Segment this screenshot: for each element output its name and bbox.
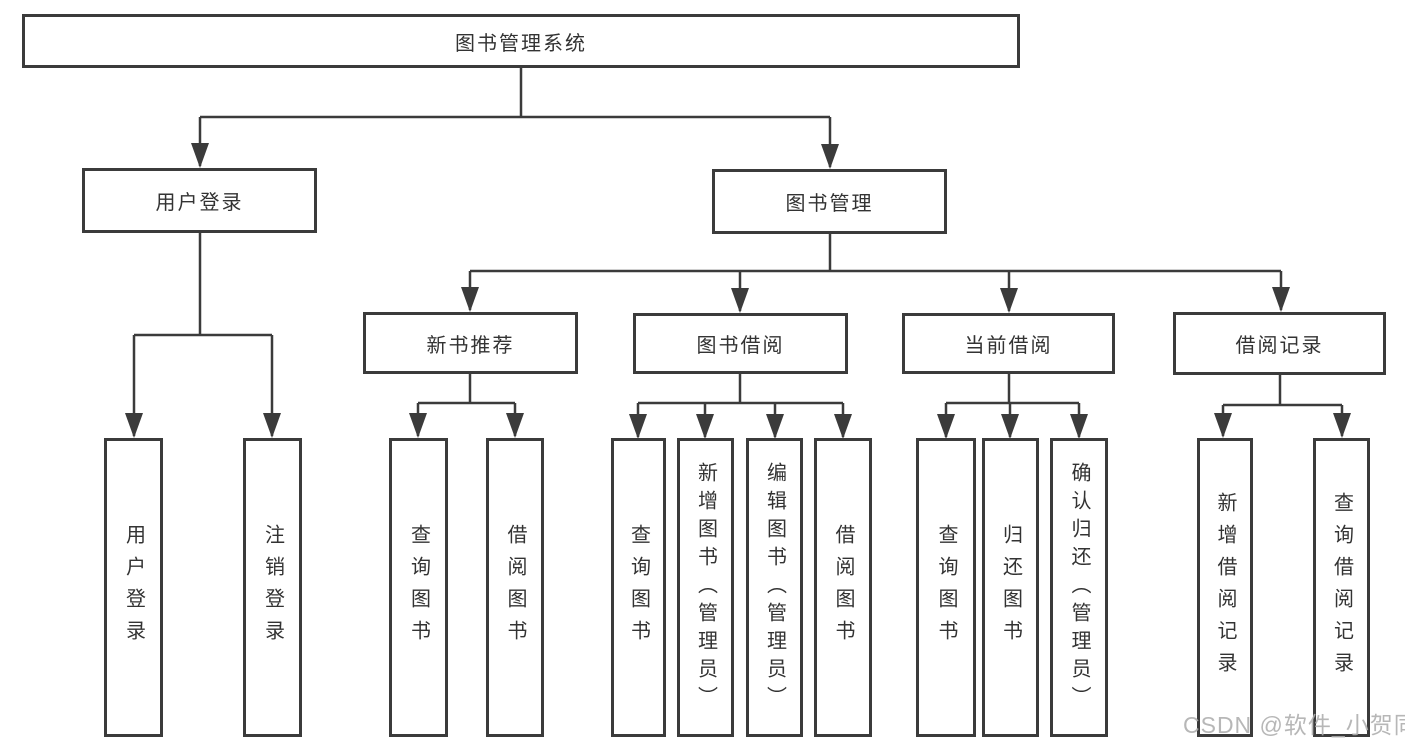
node-current-borrowing-label: 当前借阅	[964, 335, 1053, 357]
leaf-logout-label: 注销登录	[261, 523, 284, 652]
leaf-query-books-2: 查询图书	[611, 438, 666, 737]
node-borrowing-records-label: 借阅记录	[1235, 335, 1324, 357]
node-current-borrowing: 当前借阅	[902, 313, 1115, 374]
node-new-book-recommend: 新书推荐	[363, 312, 578, 374]
leaf-add-books-admin-label: 新增图书（管理员）	[694, 461, 717, 714]
leaf-edit-books-admin: 编辑图书（管理员）	[746, 438, 803, 737]
leaf-borrow-books-1-label: 借阅图书	[504, 523, 526, 652]
leaf-logout: 注销登录	[243, 438, 302, 737]
csdn-watermark: CSDN @软件_小贺同学	[1183, 712, 1405, 738]
leaf-query-books-1-label: 查询图书	[407, 523, 430, 652]
leaf-confirm-return-admin-label: 确认归还（管理员）	[1068, 461, 1090, 714]
node-book-borrowing-label: 图书借阅	[696, 335, 785, 357]
leaf-edit-books-admin-label: 编辑图书（管理员）	[763, 461, 786, 714]
leaf-add-borrow-record-label: 新增借阅记录	[1214, 491, 1236, 684]
leaf-borrow-books-2-label: 借阅图书	[832, 523, 854, 652]
node-book-management-label: 图书管理	[785, 193, 874, 215]
node-new-book-recommend-label: 新书推荐	[426, 334, 515, 357]
node-user-login-label: 用户登录	[155, 192, 244, 214]
node-root-label: 图书管理系统	[455, 32, 587, 55]
leaf-query-books-2-label: 查询图书	[627, 523, 650, 652]
leaf-query-borrow-record: 查询借阅记录	[1313, 438, 1370, 737]
arrowhead-icons	[125, 143, 1351, 439]
leaf-return-books: 归还图书	[982, 438, 1039, 737]
leaf-add-borrow-record: 新增借阅记录	[1197, 438, 1253, 737]
node-book-management: 图书管理	[712, 169, 947, 234]
leaf-user-login: 用户登录	[104, 438, 163, 737]
leaf-query-borrow-record-label: 查询借阅记录	[1330, 491, 1353, 684]
leaf-return-books-label: 归还图书	[999, 523, 1022, 652]
node-book-borrowing: 图书借阅	[633, 313, 848, 374]
leaf-add-books-admin: 新增图书（管理员）	[677, 438, 734, 737]
node-root: 图书管理系统	[22, 14, 1020, 68]
edge-lines	[132, 68, 1344, 437]
leaf-query-books-1: 查询图书	[389, 438, 448, 737]
node-borrowing-records: 借阅记录	[1173, 312, 1386, 375]
leaf-confirm-return-admin: 确认归还（管理员）	[1050, 438, 1108, 737]
leaf-borrow-books-2: 借阅图书	[814, 438, 872, 737]
leaf-query-books-3-label: 查询图书	[935, 523, 957, 652]
leaf-user-login-label: 用户登录	[122, 523, 145, 652]
leaf-query-books-3: 查询图书	[916, 438, 976, 737]
node-user-login: 用户登录	[82, 168, 317, 233]
leaf-borrow-books-1: 借阅图书	[486, 438, 544, 737]
